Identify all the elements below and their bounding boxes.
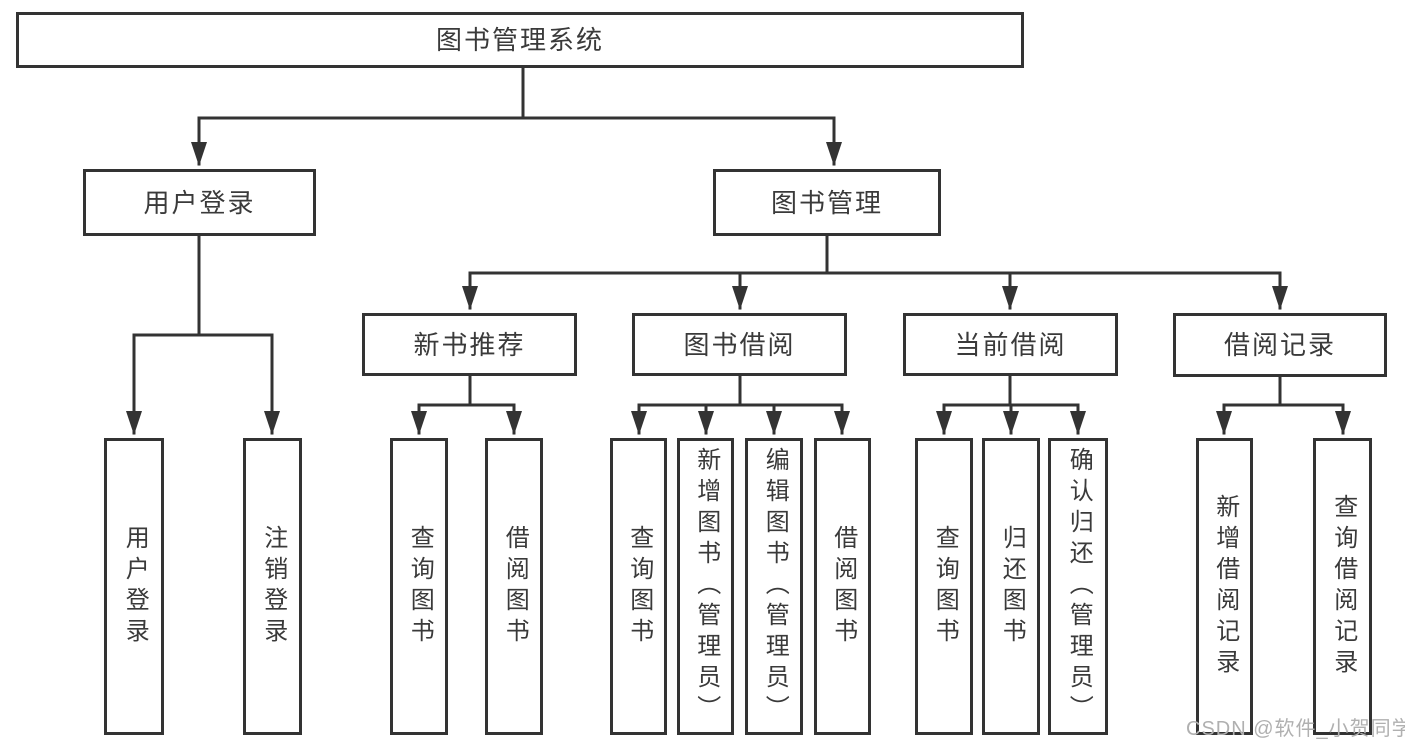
node-borrowing-records: 借阅记录 [1173, 313, 1387, 377]
leaf-current-query-books: 查询图书 [915, 438, 973, 735]
leaf-borrow-edit-books-admin: 编辑图书（管理员） [745, 438, 803, 735]
node-current-borrowing: 当前借阅 [903, 313, 1118, 376]
watermark: CSDN @软件_小贺同学 [1186, 718, 1405, 740]
node-library-management-system: 图书管理系统 [16, 12, 1024, 68]
leaf-current-return-books: 归还图书 [982, 438, 1040, 735]
leaf-current-confirm-return-admin: 确认归还（管理员） [1048, 438, 1108, 735]
leaf-borrow-query-books: 查询图书 [610, 438, 667, 735]
node-book-borrowing: 图书借阅 [632, 313, 847, 376]
node-book-management-branch: 图书管理 [713, 169, 941, 236]
leaf-records-query-record: 查询借阅记录 [1313, 438, 1372, 735]
leaf-borrow-add-books-admin: 新增图书（管理员） [677, 438, 734, 735]
node-user-login-branch: 用户登录 [83, 169, 316, 236]
leaf-logout: 注销登录 [243, 438, 302, 735]
leaf-rec-query-books: 查询图书 [390, 438, 448, 735]
leaf-rec-borrow-books: 借阅图书 [485, 438, 543, 735]
leaf-borrow-borrow-books: 借阅图书 [814, 438, 871, 735]
leaf-records-add-record: 新增借阅记录 [1196, 438, 1253, 735]
node-new-book-recommend: 新书推荐 [362, 313, 577, 376]
leaf-user-login: 用户登录 [104, 438, 164, 735]
